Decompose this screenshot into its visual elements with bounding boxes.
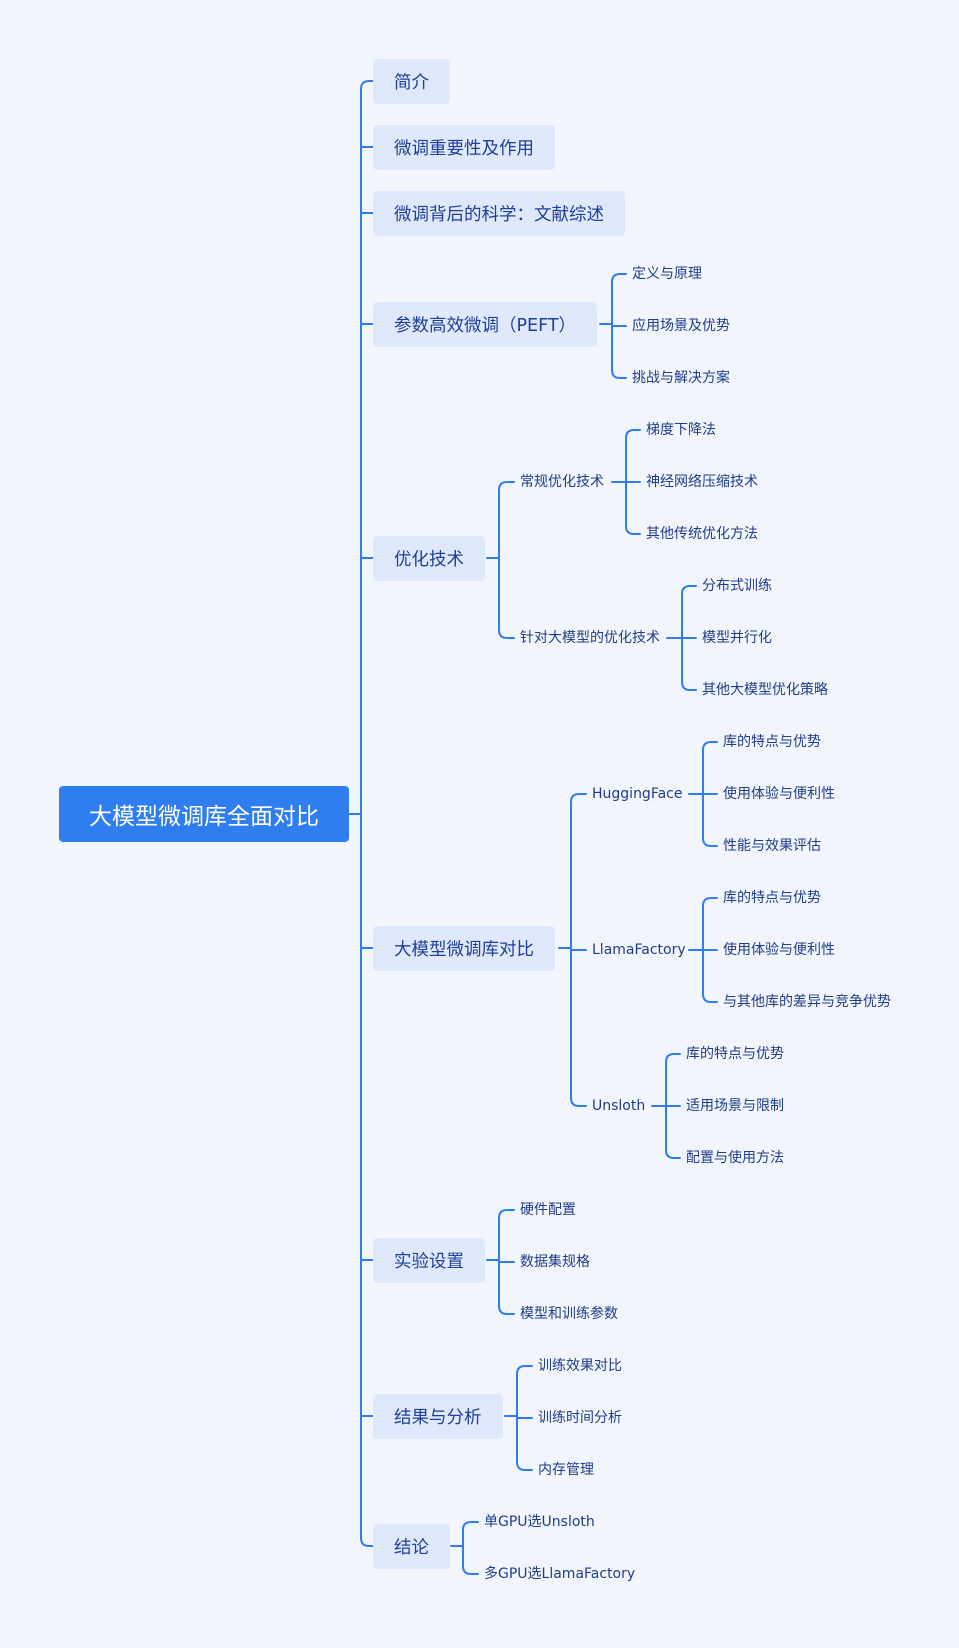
conventional-item[interactable]: 其他传统优化方法 <box>646 526 758 542</box>
huggingface-item[interactable]: 库的特点与优势 <box>723 734 821 750</box>
experiment-item[interactable]: 硬件配置 <box>520 1202 576 1218</box>
section-intro[interactable]: 简介 <box>373 59 450 104</box>
large-model-item[interactable]: 其他大模型优化策略 <box>702 682 828 698</box>
library-huggingface[interactable]: HuggingFace <box>592 786 683 802</box>
conclusion-item[interactable]: 多GPU选LlamaFactory <box>484 1566 636 1582</box>
huggingface-item[interactable]: 性能与效果评估 <box>723 838 821 854</box>
peft-item[interactable]: 挑战与解决方案 <box>632 370 730 386</box>
conventional-item[interactable]: 梯度下降法 <box>646 422 716 438</box>
unsloth-connector <box>651 1053 681 1159</box>
root-connector <box>348 80 374 1547</box>
results-item[interactable]: 训练时间分析 <box>538 1410 622 1426</box>
optimization-conventional[interactable]: 常规优化技术 <box>520 474 604 490</box>
peft-item[interactable]: 应用场景及优势 <box>632 318 730 334</box>
experiment-item[interactable]: 模型和训练参数 <box>520 1306 618 1322</box>
llamafactory-item[interactable]: 使用体验与便利性 <box>723 942 835 958</box>
section-optimization[interactable]: 优化技术 <box>373 536 485 581</box>
root-node[interactable]: 大模型微调库全面对比 <box>59 786 349 842</box>
peft-item[interactable]: 定义与原理 <box>632 266 702 282</box>
experiment-connector <box>486 1209 515 1315</box>
unsloth-item[interactable]: 配置与使用方法 <box>686 1150 784 1166</box>
section-experiment[interactable]: 实验设置 <box>373 1238 485 1283</box>
huggingface-connector <box>688 741 718 847</box>
library-unsloth[interactable]: Unsloth <box>592 1098 646 1114</box>
section-comparison[interactable]: 大模型微调库对比 <box>373 926 555 971</box>
results-connector <box>504 1365 533 1471</box>
conclusion-item[interactable]: 单GPU选Unsloth <box>484 1514 595 1530</box>
experiment-item[interactable]: 数据集规格 <box>520 1254 590 1270</box>
section-peft[interactable]: 参数高效微调（PEFT） <box>373 302 598 347</box>
peft-connector <box>599 273 627 379</box>
huggingface-item[interactable]: 使用体验与便利性 <box>723 786 835 802</box>
conventional-connector <box>611 429 641 535</box>
large-model-connector <box>666 585 697 691</box>
section-importance[interactable]: 微调重要性及作用 <box>373 125 555 170</box>
conventional-item[interactable]: 神经网络压缩技术 <box>646 474 758 490</box>
conclusion-connector <box>450 1521 479 1575</box>
section-conclusion[interactable]: 结论 <box>373 1524 450 1569</box>
llamafactory-item[interactable]: 库的特点与优势 <box>723 890 821 906</box>
optimization-connector <box>486 481 515 639</box>
llamafactory-item[interactable]: 与其他库的差异与竞争优势 <box>723 994 891 1010</box>
large-model-item[interactable]: 分布式训练 <box>702 578 772 594</box>
unsloth-item[interactable]: 适用场景与限制 <box>686 1098 784 1114</box>
llamafactory-connector <box>688 897 718 1003</box>
section-science[interactable]: 微调背后的科学：文献综述 <box>373 191 625 236</box>
section-results[interactable]: 结果与分析 <box>373 1394 503 1439</box>
results-item[interactable]: 内存管理 <box>538 1462 594 1478</box>
results-item[interactable]: 训练效果对比 <box>538 1358 622 1374</box>
library-llamafactory[interactable]: LlamaFactory <box>592 942 686 958</box>
large-model-item[interactable]: 模型并行化 <box>702 630 772 646</box>
unsloth-item[interactable]: 库的特点与优势 <box>686 1046 784 1062</box>
optimization-large-model[interactable]: 针对大模型的优化技术 <box>520 630 660 646</box>
comparison-connector <box>558 793 587 1107</box>
